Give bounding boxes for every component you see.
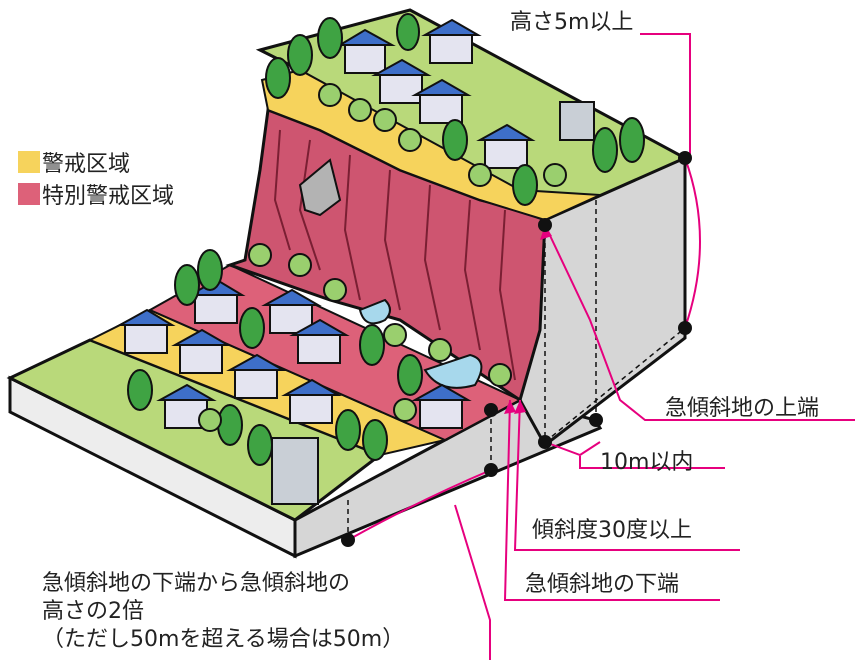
trees: [127, 13, 645, 466]
waterfall: [423, 353, 483, 389]
legend-item-warning-zone: 警戒区域: [18, 146, 130, 178]
legend-label-special: 特別警戒区域: [42, 184, 175, 209]
legend-item-special-warning-zone: 特別警戒区域: [18, 178, 174, 210]
legend-swatch-special: [18, 183, 40, 205]
leader-lines: [347, 33, 855, 660]
label-height-min: 高さ5m以上: [510, 10, 634, 35]
cliff-cracks: [273, 129, 516, 381]
bushes: [198, 83, 567, 432]
waterfall: [358, 298, 391, 325]
measurement-dots: [341, 151, 692, 547]
legend-label-warning: 警戒区域: [42, 152, 131, 177]
label-bottom-edge: 急傾斜地の下端: [525, 572, 680, 597]
arrowheads: [504, 225, 552, 414]
label-top-edge: 急傾斜地の上端: [665, 396, 820, 421]
note-line-1: 急傾斜地の下端から急傾斜地の: [42, 571, 351, 596]
label-within-10m: 10m以内: [600, 450, 694, 475]
label-slope-min: 傾斜度30度以上: [532, 518, 692, 543]
houses: [116, 18, 595, 505]
boulder: [298, 158, 342, 217]
note-line-2: 高さの2倍: [42, 599, 144, 624]
legend-swatch-warning: [18, 151, 40, 173]
note-line-3: （ただし50mを超える場合は50m）: [42, 627, 405, 652]
